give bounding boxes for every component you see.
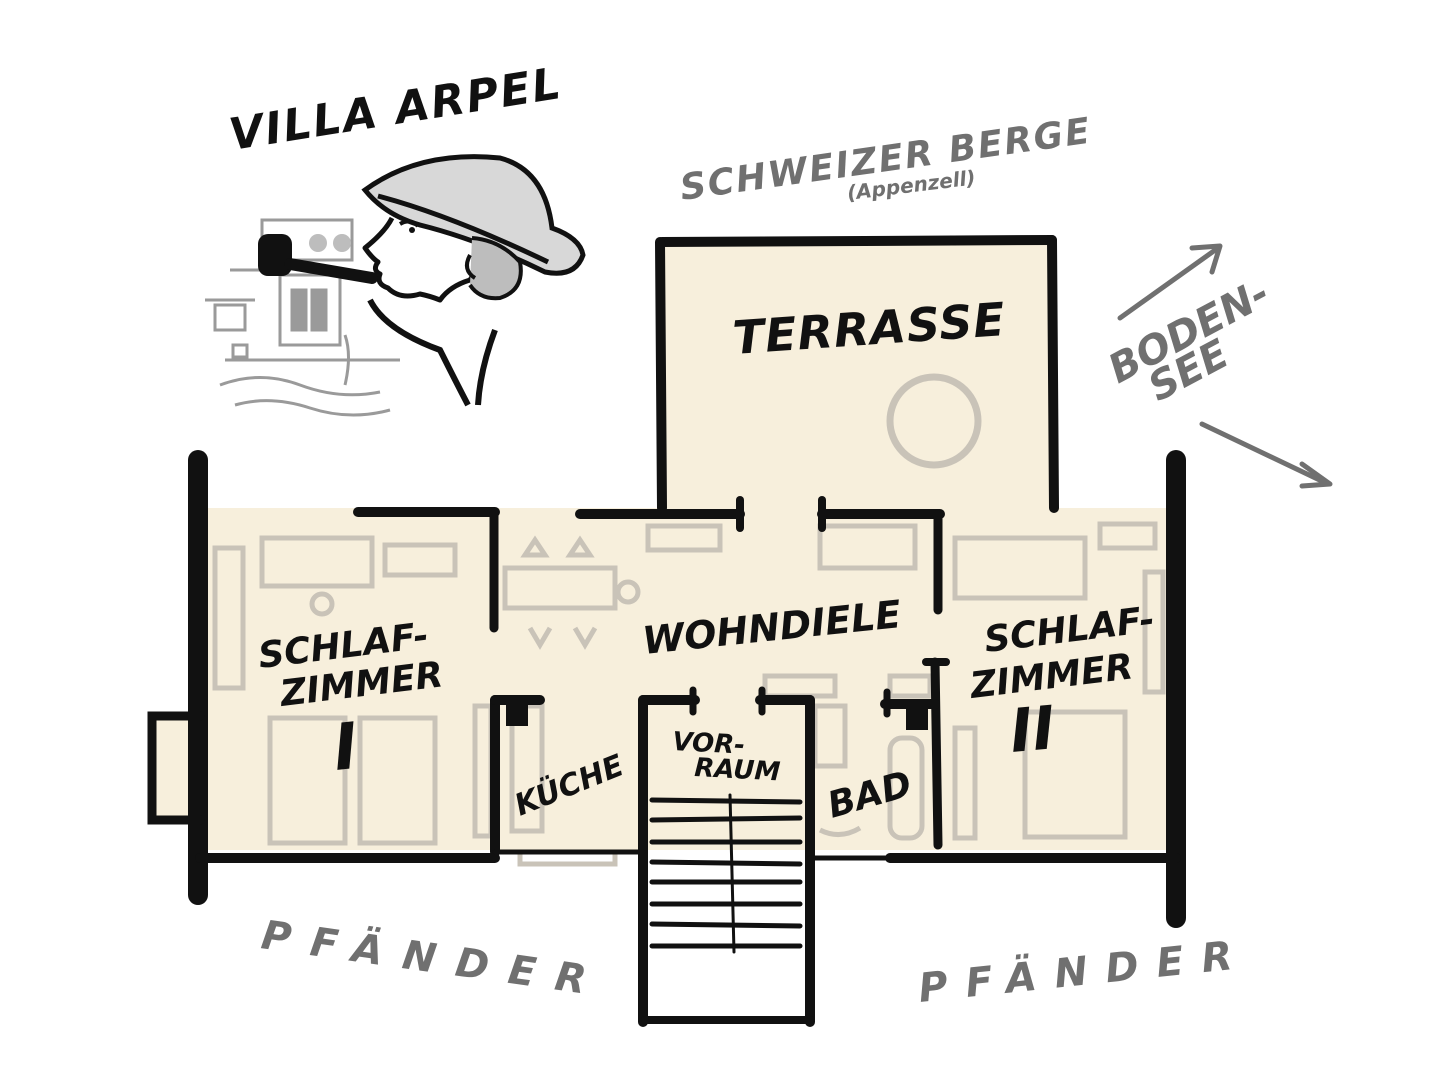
bedroom2-number: II (1007, 693, 1058, 767)
lake-annotation (1117, 243, 1333, 489)
south-left-label: PFÄNDER (259, 910, 610, 1006)
floor-areas (150, 240, 1175, 850)
walls (147, 235, 1186, 1027)
drawing-title: VILLA ARPEL (226, 58, 566, 161)
hall-label-line2: RAUM (694, 753, 782, 787)
furniture-sketch (212, 521, 1166, 867)
sun-circle-icon (886, 373, 982, 469)
staircase (649, 793, 803, 954)
hall-label-line1: VOR- (672, 727, 746, 761)
man-with-pipe-sketch (205, 154, 586, 417)
south-right-label: PFÄNDER (916, 929, 1252, 1012)
